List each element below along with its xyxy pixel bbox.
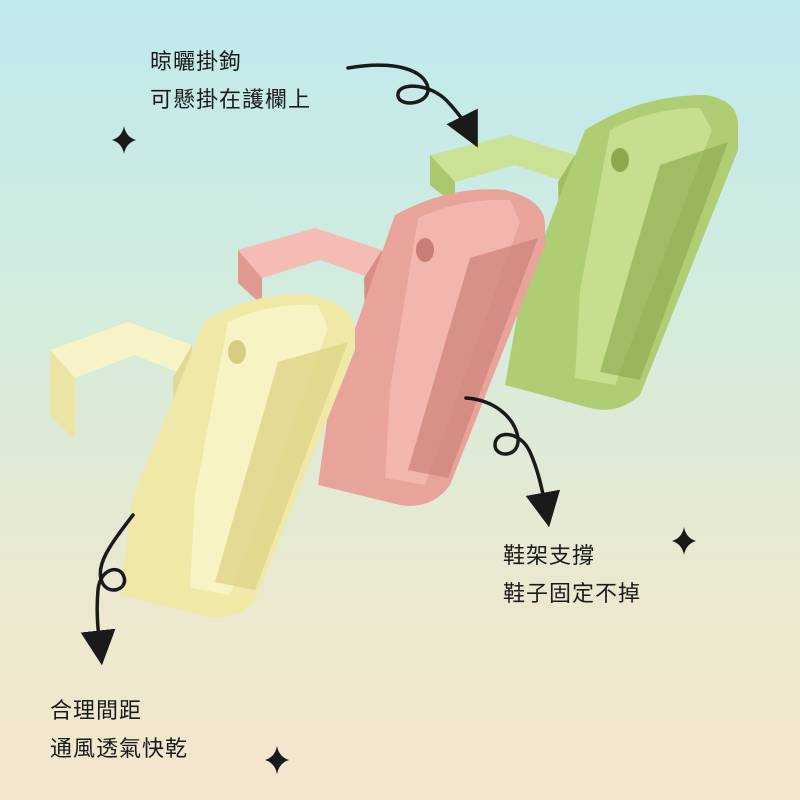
caption-shoe-support-desc: 鞋子固定不掉 [503, 582, 642, 607]
hook-yellow-clip-top [50, 322, 192, 378]
caption-drying-hook-title: 晾曬掛鉤 [150, 50, 243, 75]
caption-drying-hook-desc: 可懸掛在護欄上 [150, 88, 312, 113]
hook-green-clip-front [430, 155, 455, 205]
curly-arrow-icon [464, 396, 561, 528]
caption-shoe-support: 鞋架支撐 鞋子固定不掉 [503, 538, 641, 614]
sparkle-icon [672, 527, 696, 555]
caption-spacing: 合理間距 通風透氣快乾 [50, 693, 188, 769]
hook-pink-hole [416, 238, 434, 262]
caption-spacing-title: 合理間距 [50, 699, 143, 724]
hook-yellow-hole [228, 340, 246, 364]
hook-green-inner [600, 142, 728, 380]
hook-pink [238, 189, 545, 506]
curly-arrow-icon [346, 63, 478, 148]
hook-yellow-inner [215, 342, 348, 590]
caption-shoe-support-title: 鞋架支撐 [503, 544, 596, 569]
hook-yellow [50, 294, 355, 618]
hook-pink-inner [408, 238, 538, 478]
caption-drying-hook: 晾曬掛鉤 可懸掛在護欄上 [150, 44, 311, 120]
hook-yellow-clip-front [50, 350, 75, 440]
hook-pink-clip-front [238, 250, 262, 305]
hook-green [430, 95, 738, 410]
hook-green-clip-top [430, 135, 575, 185]
caption-spacing-desc: 通風透氣快乾 [50, 737, 189, 762]
sparkle-icon [265, 746, 289, 774]
hook-green-hole [611, 148, 629, 172]
sparkle-icon [112, 126, 136, 154]
hook-pink-clip-top [238, 228, 382, 282]
curly-arrow-icon [80, 513, 135, 666]
